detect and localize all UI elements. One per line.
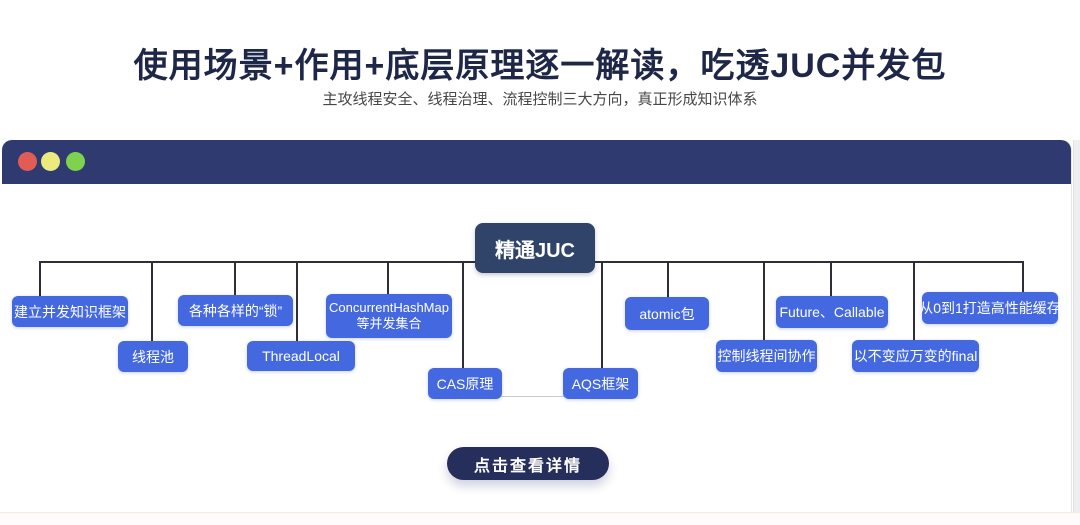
tree-node-concurrent-collections: ConcurrentHashMap等并发集合 (326, 294, 452, 338)
cta-button[interactable]: 点击查看详情 (447, 447, 609, 480)
traffic-light-yellow-icon (41, 152, 60, 171)
connector-drop-line (667, 261, 669, 298)
connector-drop-line (39, 261, 41, 297)
connector-drop-line (151, 261, 153, 342)
connector-drop-line (234, 261, 236, 296)
tree-node-future-callable: Future、Callable (776, 296, 888, 328)
connector-drop-line (601, 261, 603, 370)
connector-drop-line (913, 261, 915, 341)
tree-node-locks: 各种各样的“锁” (178, 295, 293, 326)
connector-drop-line (1022, 261, 1024, 294)
connector-drop-line (830, 261, 832, 297)
root-node: 精通JUC (475, 223, 595, 273)
tree-node-atomic: atomic包 (625, 297, 709, 330)
tree-node-final: 以不变应万变的final (852, 340, 979, 372)
traffic-light-red-icon (18, 152, 37, 171)
connector-drop-line (763, 261, 765, 341)
connector-drop-line (462, 261, 464, 370)
tree-node-cache: 从0到1打造高性能缓存 (919, 292, 1061, 324)
tree-node-knowledge-framework: 建立并发知识框架 (12, 296, 128, 327)
tree-node-cas: CAS原理 (428, 368, 502, 399)
traffic-light-green-icon (66, 152, 85, 171)
tree-node-threadlocal: ThreadLocal (247, 341, 355, 371)
next-section-edge (0, 512, 1080, 525)
tree-node-thread-cooperation: 控制线程间协作 (716, 340, 817, 372)
connector-drop-line (387, 261, 389, 295)
connector-bottom-line (465, 396, 605, 397)
tree-node-aqs: AQS框架 (563, 368, 638, 399)
page-title: 使用场景+作用+底层原理逐一解读，吃透JUC并发包 (133, 47, 947, 85)
tree-node-thread-pool: 线程池 (118, 341, 188, 372)
page-subtitle: 主攻线程安全、线程治理、流程控制三大方向，真正形成知识体系 (322, 91, 758, 108)
connector-drop-line (296, 261, 298, 342)
page-right-gutter (1073, 140, 1080, 512)
window-titlebar (2, 140, 1071, 184)
